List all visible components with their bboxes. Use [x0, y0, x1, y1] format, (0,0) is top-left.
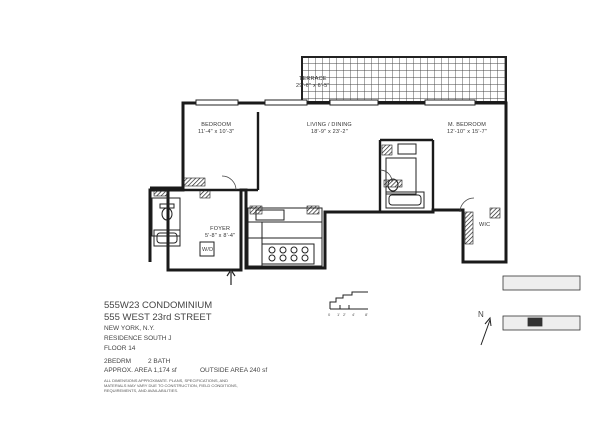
- walk-in-closet-label: WIC: [479, 222, 491, 228]
- scale-label: 2': [343, 312, 346, 317]
- north-arrow-icon: [480, 316, 492, 346]
- residence-label: RESIDENCE SOUTH J: [104, 335, 172, 342]
- building-name: 555W23 CONDOMINIUM: [104, 300, 213, 311]
- disclaimer-line: ALL DIMENSIONS APPROXIMATE. PLANS, SPECI…: [104, 378, 228, 383]
- bathroom-left: [151, 197, 215, 257]
- building-city: NEW YORK, N.Y.: [104, 325, 155, 332]
- entry-arrow-icon: [226, 268, 236, 285]
- scale-label: 8': [365, 312, 368, 317]
- building-address: 555 WEST 23rd STREET: [104, 312, 212, 323]
- key-plan: [502, 275, 581, 331]
- kitchen: [247, 207, 323, 267]
- scale-label: 4': [352, 312, 355, 317]
- washer-dryer-label: W/D: [202, 247, 214, 253]
- north-label: N: [478, 310, 484, 319]
- disclaimer: ALL DIMENSIONS APPROXIMATE. PLANS, SPECI…: [104, 378, 238, 394]
- bathroom-right: [385, 143, 425, 209]
- outside-area: OUTSIDE AREA 240 sf: [200, 367, 268, 374]
- scale-bar: [329, 291, 368, 310]
- scale-label: 1': [337, 312, 340, 317]
- hatched-walls: [153, 144, 501, 245]
- bedroom-count: 2BEDRM: [104, 358, 132, 365]
- scale-label: 0: [328, 312, 331, 317]
- window-strips: [195, 99, 476, 106]
- disclaimer-line: REQUIREMENTS, AND AVAILABILITIES.: [104, 388, 179, 394]
- approx-area: APPROX. AREA 1,174 sf: [104, 367, 177, 374]
- door-swings: [221, 169, 475, 213]
- terrace: [301, 56, 507, 103]
- bath-count: 2 BATH: [148, 358, 171, 365]
- disclaimer-line: MATERIALS MAY VARY DUE TO CONSTRUCTION, …: [104, 383, 238, 389]
- floor-label: FLOOR 14: [104, 345, 136, 352]
- interior-walls: [181, 112, 435, 212]
